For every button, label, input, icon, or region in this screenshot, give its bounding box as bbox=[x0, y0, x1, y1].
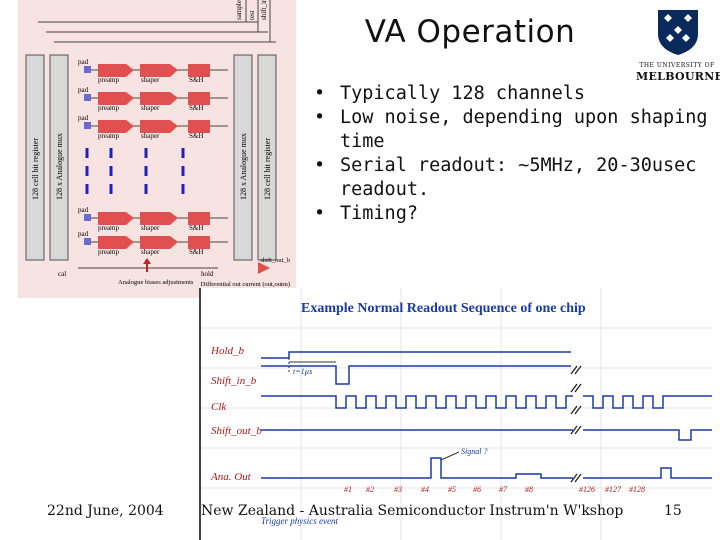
channel-mark: #126 bbox=[579, 485, 595, 494]
channel-row: pad preamp shaper S&H bbox=[78, 230, 228, 256]
analogue-bias-label: Analogue biases adjustments bbox=[118, 279, 194, 286]
bullet-dot-icon: • bbox=[314, 155, 326, 176]
shield-crest-icon bbox=[658, 10, 698, 55]
shaper-label: shaper bbox=[141, 76, 160, 84]
bullet-item: •Low noise, depending upon shaping time bbox=[314, 107, 708, 152]
timing-diagram-svg: Example Normal Readout Sequence of one c… bbox=[201, 288, 712, 540]
hold-label: hold bbox=[201, 270, 214, 278]
sh-label: S&H bbox=[189, 76, 203, 84]
bullet-item: •Timing? bbox=[314, 203, 418, 224]
shaper-label: shaper bbox=[141, 224, 160, 232]
sh-label: S&H bbox=[189, 104, 203, 112]
channel-row: pad preamp shaper S&H bbox=[78, 86, 228, 112]
channel-mark: #6 bbox=[473, 485, 481, 494]
delay-annotation: t=1µs bbox=[293, 367, 312, 376]
pad-label: pad bbox=[78, 86, 89, 94]
channel-mark: #3 bbox=[394, 485, 402, 494]
bullet-dot-icon: • bbox=[314, 203, 326, 224]
channel-row: pad preamp shaper S&H bbox=[78, 58, 228, 84]
pad-label: pad bbox=[78, 230, 89, 238]
preamp-label: preamp bbox=[98, 76, 119, 84]
channel-row: pad preamp shaper S&H bbox=[78, 206, 228, 232]
signal-label-ana-out: Ana. Out bbox=[210, 471, 252, 483]
channel-mark: #127 bbox=[605, 485, 622, 494]
pad-label: pad bbox=[78, 114, 89, 122]
block-diagram-svg: sample test shift_in 128 cell bit regist… bbox=[25, 0, 290, 288]
pad-label: pad bbox=[78, 206, 89, 214]
channel-mark: #7 bbox=[499, 485, 508, 494]
footer-event: New Zealand - Australia Semiconductor In… bbox=[201, 503, 624, 519]
top-label-shift-in: shift_in bbox=[260, 0, 268, 20]
preamp-label: preamp bbox=[98, 104, 119, 112]
channel-row: pad preamp shaper S&H bbox=[78, 114, 228, 140]
differential-out-label: Differential out current (out,outm) bbox=[201, 281, 290, 288]
readout-timing-diagram: Example Normal Readout Sequence of one c… bbox=[199, 288, 712, 540]
channel-mark: #2 bbox=[366, 485, 374, 494]
university-logo: THE UNIVERSITY OF MELBOURNE bbox=[636, 4, 720, 84]
sh-label: S&H bbox=[189, 248, 203, 256]
wave-ana-out bbox=[261, 457, 491, 479]
signal-label-shift-in: Shift_in_b bbox=[211, 375, 257, 387]
channel-mark: #128 bbox=[629, 485, 645, 494]
wave-ana-out-2 bbox=[491, 473, 573, 479]
output-amp-icon bbox=[258, 262, 270, 274]
logo-line-university: THE UNIVERSITY OF bbox=[639, 62, 715, 69]
slide-title: VA Operation bbox=[364, 14, 576, 50]
bullet-item: •Serial readout: ~5MHz, 20-30usec readou… bbox=[314, 155, 697, 200]
bullet-dot-icon: • bbox=[314, 83, 326, 104]
top-label-test: test bbox=[248, 10, 256, 20]
top-label-sample: sample bbox=[235, 0, 243, 20]
preamp-label: preamp bbox=[98, 248, 119, 256]
shaper-label: shaper bbox=[141, 104, 160, 112]
bullet-item: •Typically 128 channels bbox=[314, 83, 586, 104]
bullet-dot-icon: • bbox=[314, 107, 326, 128]
trigger-annotation: Trigger physics event bbox=[261, 516, 338, 526]
wave-shift-in bbox=[261, 365, 571, 385]
sh-label: S&H bbox=[189, 132, 203, 140]
wave-clk-cont bbox=[583, 395, 712, 409]
shift-out-label: shift_out_b bbox=[260, 257, 290, 264]
pad-label: pad bbox=[78, 58, 89, 66]
bullet-list: •Typically 128 channels •Low noise, depe… bbox=[310, 82, 710, 226]
wave-ana-out-cont bbox=[583, 467, 712, 479]
side-label-right-register: 128 cell bit register bbox=[263, 138, 272, 200]
preamp-label: preamp bbox=[98, 132, 119, 140]
logo-line-melbourne: MELBOURNE bbox=[636, 70, 720, 83]
shaper-label: shaper bbox=[141, 132, 160, 140]
side-label-left-register: 128 cell bit register bbox=[31, 138, 40, 200]
signal-label-shift-out: Shift_out_b bbox=[211, 425, 262, 437]
continuation-dashes bbox=[85, 148, 185, 194]
timing-title: Example Normal Readout Sequence of one c… bbox=[301, 301, 586, 316]
channel-mark: #5 bbox=[448, 485, 456, 494]
channel-mark: #4 bbox=[421, 485, 429, 494]
sh-label: S&H bbox=[189, 224, 203, 232]
cal-label: cal bbox=[58, 270, 66, 278]
signal-annotation: Signal ? bbox=[461, 447, 487, 456]
wave-clk bbox=[261, 395, 573, 409]
side-label-right-mux: 128 x Analogue mux bbox=[239, 133, 248, 200]
side-label-left-mux: 128 x Analogue mux bbox=[55, 133, 64, 200]
preamp-label: preamp bbox=[98, 224, 119, 232]
channel-mark: #1 bbox=[344, 485, 352, 494]
va-block-diagram: sample test shift_in 128 cell bit regist… bbox=[18, 0, 296, 298]
signal-label-clk: Clk bbox=[211, 401, 227, 413]
wave-hold bbox=[261, 351, 571, 359]
wave-shift-out-cont bbox=[583, 429, 712, 441]
shaper-label: shaper bbox=[141, 248, 160, 256]
footer-page-number: 15 bbox=[664, 503, 682, 519]
signal-label-hold: Hold_b bbox=[210, 345, 245, 357]
footer-date: 22nd June, 2004 bbox=[47, 503, 164, 519]
channel-mark: #8 bbox=[525, 485, 533, 494]
